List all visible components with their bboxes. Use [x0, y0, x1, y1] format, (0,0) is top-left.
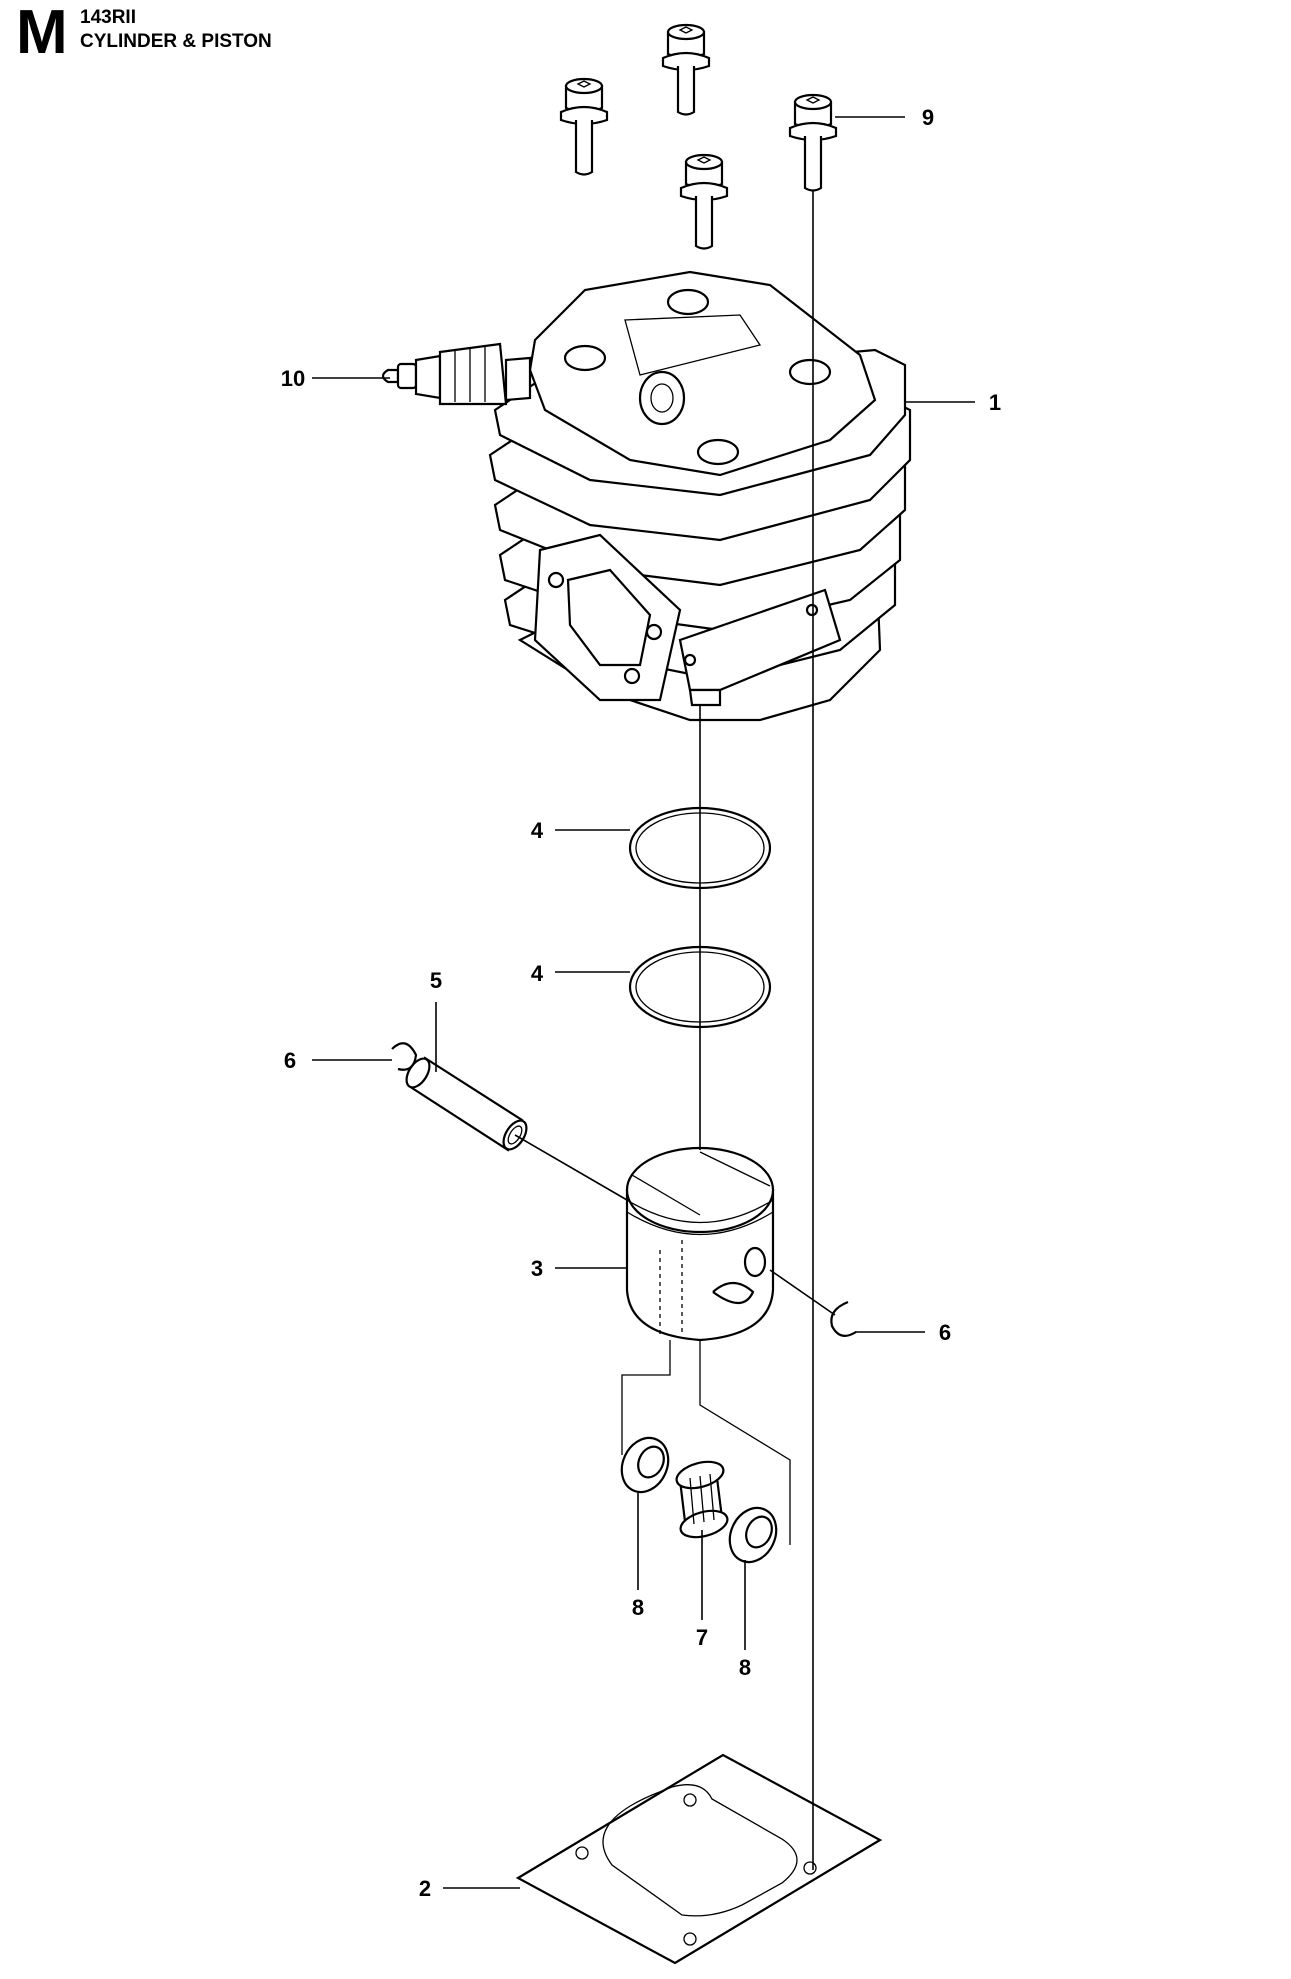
callout-8-right: 8 — [739, 1655, 751, 1680]
spark-plug — [381, 342, 532, 406]
circlip-left — [391, 1042, 418, 1071]
model-number: 143RII — [80, 7, 136, 28]
thrust-washer-right — [728, 1506, 778, 1564]
needle-bearing — [675, 1460, 729, 1539]
callout-4-lower: 4 — [531, 961, 544, 986]
screw-middle — [679, 153, 729, 250]
circlip-right — [830, 1300, 857, 1337]
diagram-title: CYLINDER & PISTON — [80, 31, 272, 52]
callout-labels: 1 2 3 4 4 5 6 6 7 8 8 9 10 — [281, 105, 1001, 1901]
callout-4-upper: 4 — [531, 818, 544, 843]
cylinder-gasket — [515, 1753, 883, 1965]
callout-1: 1 — [989, 390, 1001, 415]
callout-6-left: 6 — [284, 1048, 296, 1073]
section-letter: M — [16, 0, 68, 67]
callout-2: 2 — [419, 1876, 431, 1901]
screw-top-center — [661, 23, 711, 116]
leader-lines — [312, 116, 975, 1889]
callout-3: 3 — [531, 1256, 543, 1281]
callout-9: 9 — [922, 105, 934, 130]
thrust-washer-left — [620, 1436, 670, 1494]
callout-5: 5 — [430, 968, 442, 993]
callout-10: 10 — [281, 366, 305, 391]
callout-7: 7 — [696, 1625, 708, 1650]
assembly-lines — [514, 190, 836, 1870]
piston — [625, 1146, 775, 1342]
screw-top-left — [559, 77, 609, 176]
cylinder — [488, 270, 912, 722]
callout-6-right: 6 — [939, 1320, 951, 1345]
piston-pin — [405, 1056, 528, 1152]
callout-8-left: 8 — [632, 1595, 644, 1620]
screw-top-right — [788, 93, 838, 192]
